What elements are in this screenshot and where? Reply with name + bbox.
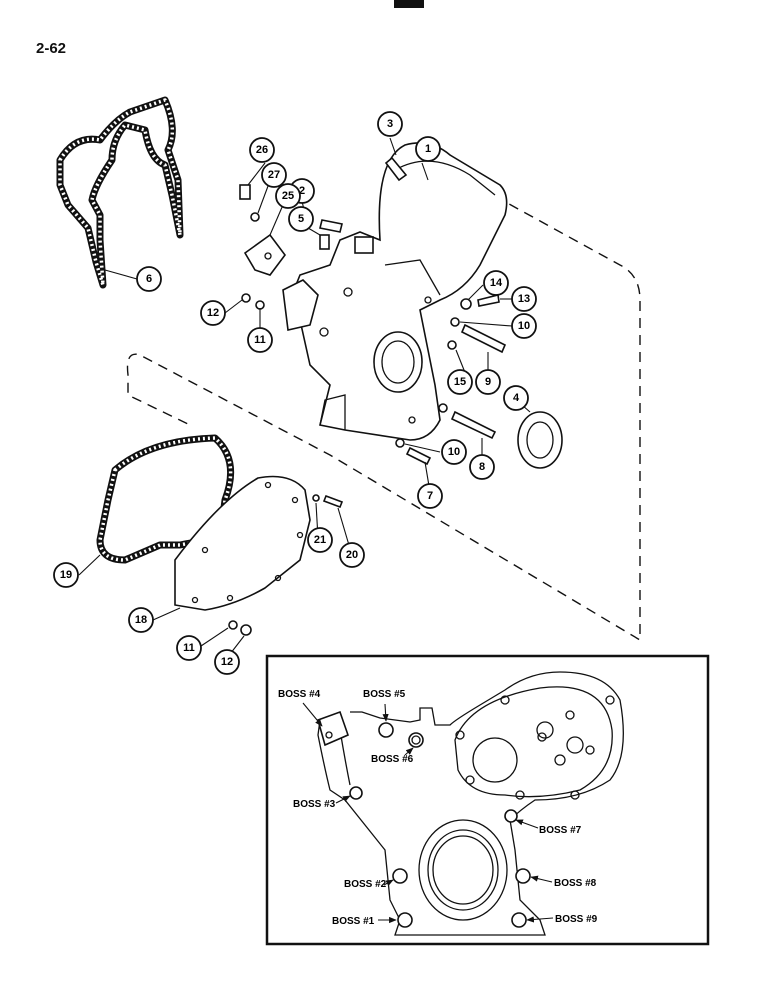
bolt-2 [319, 219, 343, 233]
boss-location-inset: BOSS #1 BOSS #2 BOSS #3 BOSS #4 BOSS #5 … [265, 654, 710, 946]
boss-9-label: BOSS #9 [555, 914, 598, 925]
svg-text:21: 21 [314, 534, 326, 546]
boss-6-label: BOSS #6 [371, 754, 414, 765]
svg-text:10: 10 [518, 320, 530, 332]
washer-21 [312, 494, 320, 502]
washer-11-front [228, 620, 238, 630]
svg-text:13: 13 [518, 293, 530, 305]
svg-text:14: 14 [490, 277, 503, 289]
dowel-5 [319, 234, 330, 250]
svg-text:25: 25 [282, 190, 294, 202]
callout-8: 8 [469, 454, 495, 480]
boss-1-label: BOSS #1 [332, 916, 375, 927]
svg-text:9: 9 [485, 376, 491, 388]
callout-1: 1 [415, 136, 441, 162]
bolt-13 [477, 294, 500, 307]
washer-15 [447, 340, 457, 350]
nut-12 [241, 293, 251, 303]
svg-text:15: 15 [454, 376, 466, 388]
washer-11 [255, 300, 265, 310]
svg-text:6: 6 [146, 273, 152, 285]
washer-10-lower [438, 403, 448, 413]
bolt-9 [460, 323, 507, 354]
svg-text:20: 20 [346, 549, 358, 561]
bracket-25 [243, 233, 286, 276]
callout-5: 5 [288, 206, 314, 232]
svg-text:27: 27 [268, 169, 280, 181]
bolt-26 [239, 184, 251, 200]
bolt-7 [405, 446, 432, 466]
svg-text:8: 8 [479, 461, 485, 473]
callout-25: 25 [275, 183, 301, 209]
washer-10-upper [450, 317, 460, 327]
timing-gear-cover [282, 142, 508, 441]
boss-4-label: BOSS #4 [278, 689, 321, 700]
svg-text:11: 11 [183, 642, 195, 654]
callout-10-lower: 10 [441, 439, 467, 465]
callout-11-upper: 11 [247, 327, 273, 353]
svg-text:7: 7 [427, 490, 433, 502]
svg-text:1: 1 [425, 143, 431, 155]
oil-seal-4 [517, 411, 563, 469]
callout-14: 14 [483, 270, 509, 296]
assembly-line-rear [126, 154, 641, 642]
svg-text:4: 4 [513, 392, 520, 404]
callout-12-upper: 12 [200, 300, 226, 326]
nut-12-front [240, 624, 252, 636]
front-cover-plate [174, 475, 311, 611]
washer-7 [395, 438, 405, 448]
boss-5-label: BOSS #5 [363, 689, 406, 700]
svg-text:18: 18 [135, 614, 147, 626]
callout-7: 7 [417, 483, 443, 509]
callout-21: 21 [307, 527, 333, 553]
callout-3: 3 [377, 111, 403, 137]
callout-10-upper: 10 [511, 313, 537, 339]
boss-7-label: BOSS #7 [539, 825, 582, 836]
callout-18: 18 [128, 607, 154, 633]
callout-13: 13 [511, 286, 537, 312]
inset-cover-outline [317, 671, 624, 936]
boss-2-label: BOSS #2 [344, 879, 387, 890]
bolt-20 [322, 494, 344, 509]
callout-12-lower: 12 [214, 649, 240, 675]
callout-6: 6 [136, 266, 162, 292]
callout-4: 4 [503, 385, 529, 411]
callout-9: 9 [475, 369, 501, 395]
svg-text:26: 26 [256, 144, 268, 156]
callout-20: 20 [339, 542, 365, 568]
svg-text:2: 2 [299, 185, 305, 197]
rear-gasket [56, 96, 184, 289]
callout-11-lower: 11 [176, 635, 202, 661]
page-number: 2-62 [36, 40, 67, 57]
washer-27 [250, 212, 260, 222]
lockwasher-14 [460, 298, 472, 310]
header-mark [394, 0, 424, 8]
bolt-8 [450, 410, 497, 440]
svg-text:12: 12 [221, 656, 233, 668]
svg-text:11: 11 [254, 334, 266, 346]
svg-text:3: 3 [387, 118, 393, 130]
svg-text:12: 12 [207, 307, 219, 319]
svg-text:5: 5 [298, 213, 304, 225]
boss-8-label: BOSS #8 [554, 878, 597, 889]
callout-19: 19 [53, 562, 79, 588]
callout-26: 26 [249, 137, 275, 163]
svg-text:10: 10 [448, 446, 460, 458]
boss-3-label: BOSS #3 [293, 799, 336, 810]
svg-text:19: 19 [60, 569, 72, 581]
callout-15: 15 [447, 369, 473, 395]
stud-3 [384, 156, 408, 182]
callout-27: 27 [261, 162, 287, 188]
